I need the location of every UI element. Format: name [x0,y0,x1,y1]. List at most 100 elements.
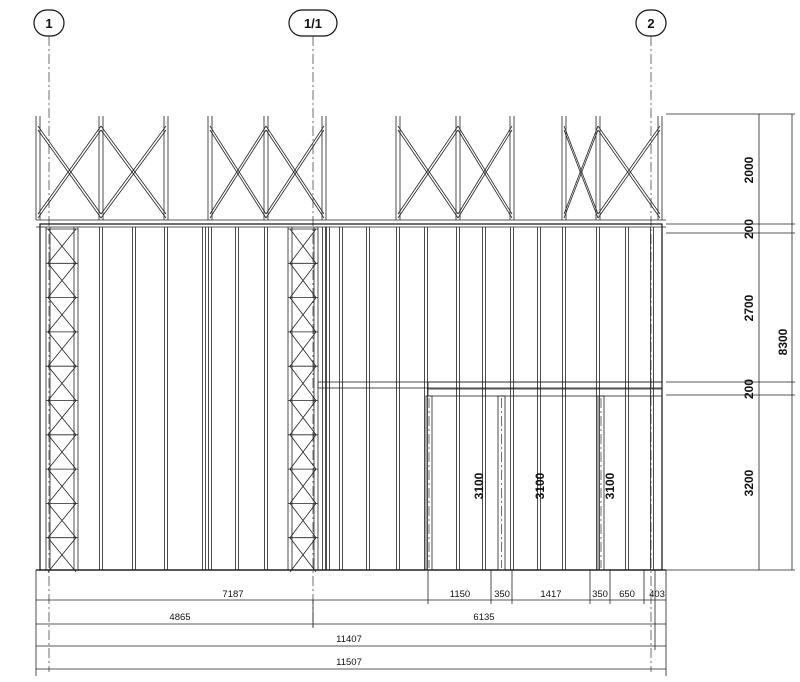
lattice-diagonal [61,365,77,384]
horizontal-dimension-value: 1417 [540,589,561,600]
lattice-diagonal [289,554,304,573]
lattice-diagonal [61,537,77,556]
lattice-diagonal [302,400,317,418]
lattice-diagonal [289,486,304,504]
truss-brace [265,129,325,219]
lattice-diagonal [47,503,63,521]
lattice-diagonal [47,314,63,333]
lattice-diagonal [289,468,304,487]
lattice-diagonal [47,434,63,453]
horizontal-dimension-value: 350 [494,589,510,600]
opening-height-label: 3100 [533,472,547,499]
vertical-dimensions [666,113,795,571]
truss-brace [209,129,267,219]
lattice-diagonal [302,451,317,470]
horizontal-dimension-value: 1150 [450,589,470,600]
truss-brace [563,129,599,219]
lattice-diagonal [302,348,317,367]
horizontal-dimension-value: 6135 [473,612,494,623]
lattice-diagonal [302,245,317,264]
gridline-label: 1/1 [304,16,322,31]
lattice-diagonal [61,417,77,436]
lattice-diagonal [47,468,63,487]
lattice-diagonal [47,485,63,504]
opening-height-label: 3100 [603,472,617,499]
truss-brace [457,125,513,215]
lattice-diagonal [289,417,304,436]
lattice-diagonal [289,280,304,298]
lattice-diagonal [302,520,317,538]
lattice-diagonal [47,451,63,470]
horizontal-dimensions [35,570,667,676]
lattice-diagonal [302,486,317,504]
lattice-diagonal [289,228,304,247]
lattice-diagonal [302,468,317,487]
lattice-diagonal [289,520,304,538]
lattice-diagonal [61,451,77,470]
lattice-diagonal [302,263,317,281]
gridline-label: 2 [647,16,654,31]
vertical-dimension-value: 3200 [742,469,756,496]
lattice-diagonal [61,468,77,487]
lattice-diagonal [302,434,317,453]
lattice-diagonal [302,314,317,333]
lattice-diagonal [47,348,63,367]
lattice-diagonal [61,503,77,521]
opening-jamb [425,395,433,571]
lattice-diagonal [302,228,317,247]
lattice-diagonal [61,554,77,573]
vertical-dimension-value: 200 [742,219,756,239]
lattice-diagonal [289,434,304,453]
lattice-diagonal [289,383,304,401]
lattice-diagonal [302,417,317,436]
truss-brace [457,129,513,219]
lattice-diagonal [302,280,317,298]
horizontal-dimension-value: 11407 [336,634,362,645]
lattice-diagonal [47,263,63,281]
lattice-diagonal [47,280,63,298]
lattice-diagonal [47,400,63,418]
truss-brace [597,129,661,219]
door-openings [425,395,605,571]
truss-brace [37,125,102,215]
vertical-dimension-total: 8300 [776,328,790,355]
opening-jamb [597,395,605,571]
lattice-diagonal [302,297,317,315]
lattice-diagonal [289,331,304,350]
lattice-diagonal [61,314,77,333]
lattice-diagonal [61,400,77,418]
wall-frame [36,219,666,571]
lattice-diagonal [47,417,63,436]
truss-brace [397,129,459,219]
lattice-diagonal [302,383,317,401]
lattice-diagonal [302,554,317,573]
lattice-diagonal [47,383,63,401]
lattice-diagonal [289,400,304,418]
lattice-diagonal [289,537,304,556]
lattice-diagonal [47,365,63,384]
vertical-dimension-value: 2000 [742,156,756,183]
lattice-column-left [45,227,79,573]
lattice-diagonal [47,245,63,264]
roof-trusses [35,116,663,220]
truss-brace [100,129,167,219]
horizontal-dimension-value: 4865 [169,612,190,623]
lattice-diagonal [47,520,63,538]
lattice-diagonal [289,503,304,521]
lattice-diagonal [302,503,317,521]
truss-brace [563,125,599,215]
lattice-diagonal [289,297,304,315]
lattice-diagonal [61,434,77,453]
opening-jamb [497,395,506,571]
horizontal-dimension-value: 11507 [336,657,362,668]
lattice-diagonal [61,383,77,401]
lattice-diagonal [47,331,63,350]
lattice-diagonal [61,520,77,538]
opening-height-label: 3100 [472,472,486,499]
lattice-column-mid [287,227,319,573]
vertical-dimension-value: 2700 [742,294,756,321]
horizontal-dimension-value: 350 [592,589,608,600]
truss-brace [209,125,267,215]
lattice-diagonal [289,348,304,367]
